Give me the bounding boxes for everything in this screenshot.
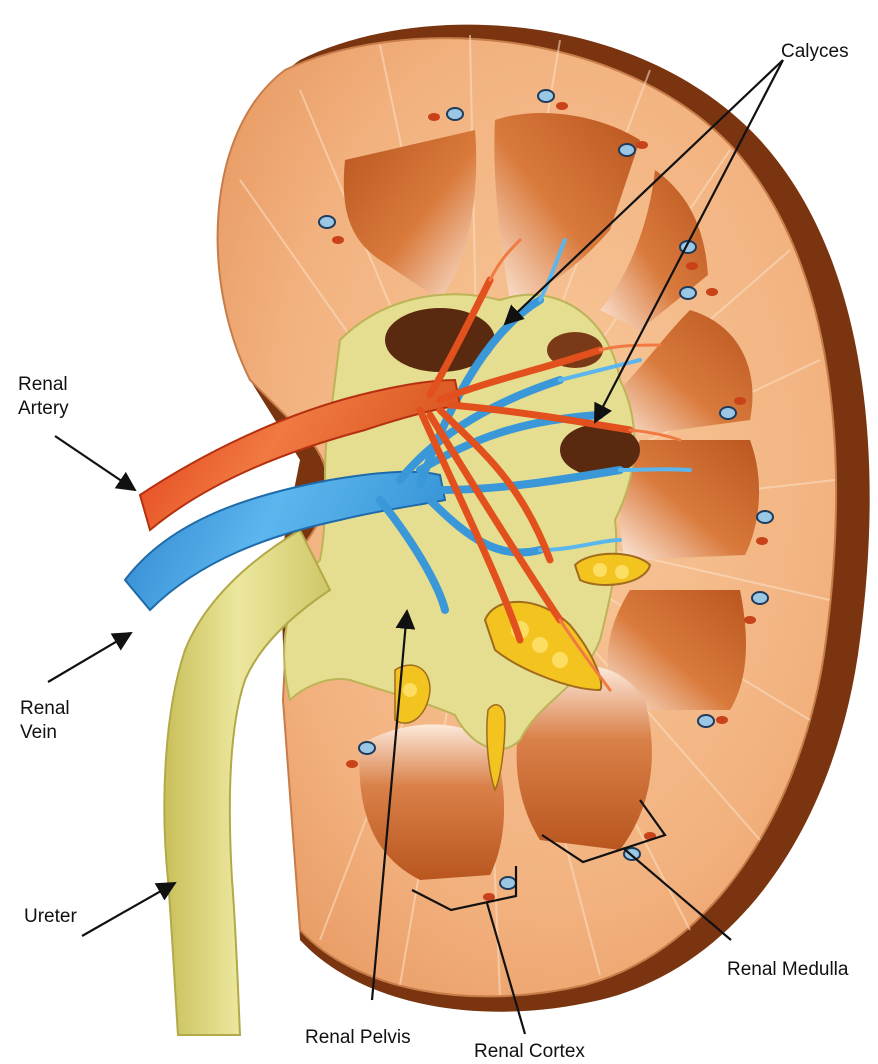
renal-vein-label-line1: Renal [20,697,70,721]
ureter-label: Ureter [24,905,77,929]
renal-artery-arrow [55,436,135,490]
ureter-label-text: Ureter [24,905,77,929]
calyces-label: Calyces [781,40,849,64]
renal-artery-label: Renal Artery [18,373,69,421]
renal-pelvis-label-text: Renal Pelvis [305,1026,411,1050]
ureter-arrow [82,883,175,936]
renal-medulla-label: Renal Medulla [727,958,848,982]
renal-vein-arrow [48,633,131,682]
renal-pelvis-label: Renal Pelvis [305,1026,411,1050]
renal-cortex-label: Renal Cortex [474,1040,585,1064]
renal-cortex-label-text: Renal Cortex [474,1040,585,1064]
renal-artery-label-line2: Artery [18,397,69,421]
calyces-label-text: Calyces [781,40,849,64]
pyramid-right-2 [620,440,759,560]
renal-vein-label-line2: Vein [20,721,70,745]
renal-vein-label: Renal Vein [20,697,70,745]
renal-medulla-label-text: Renal Medulla [727,958,848,982]
renal-artery-label-line1: Renal [18,373,69,397]
